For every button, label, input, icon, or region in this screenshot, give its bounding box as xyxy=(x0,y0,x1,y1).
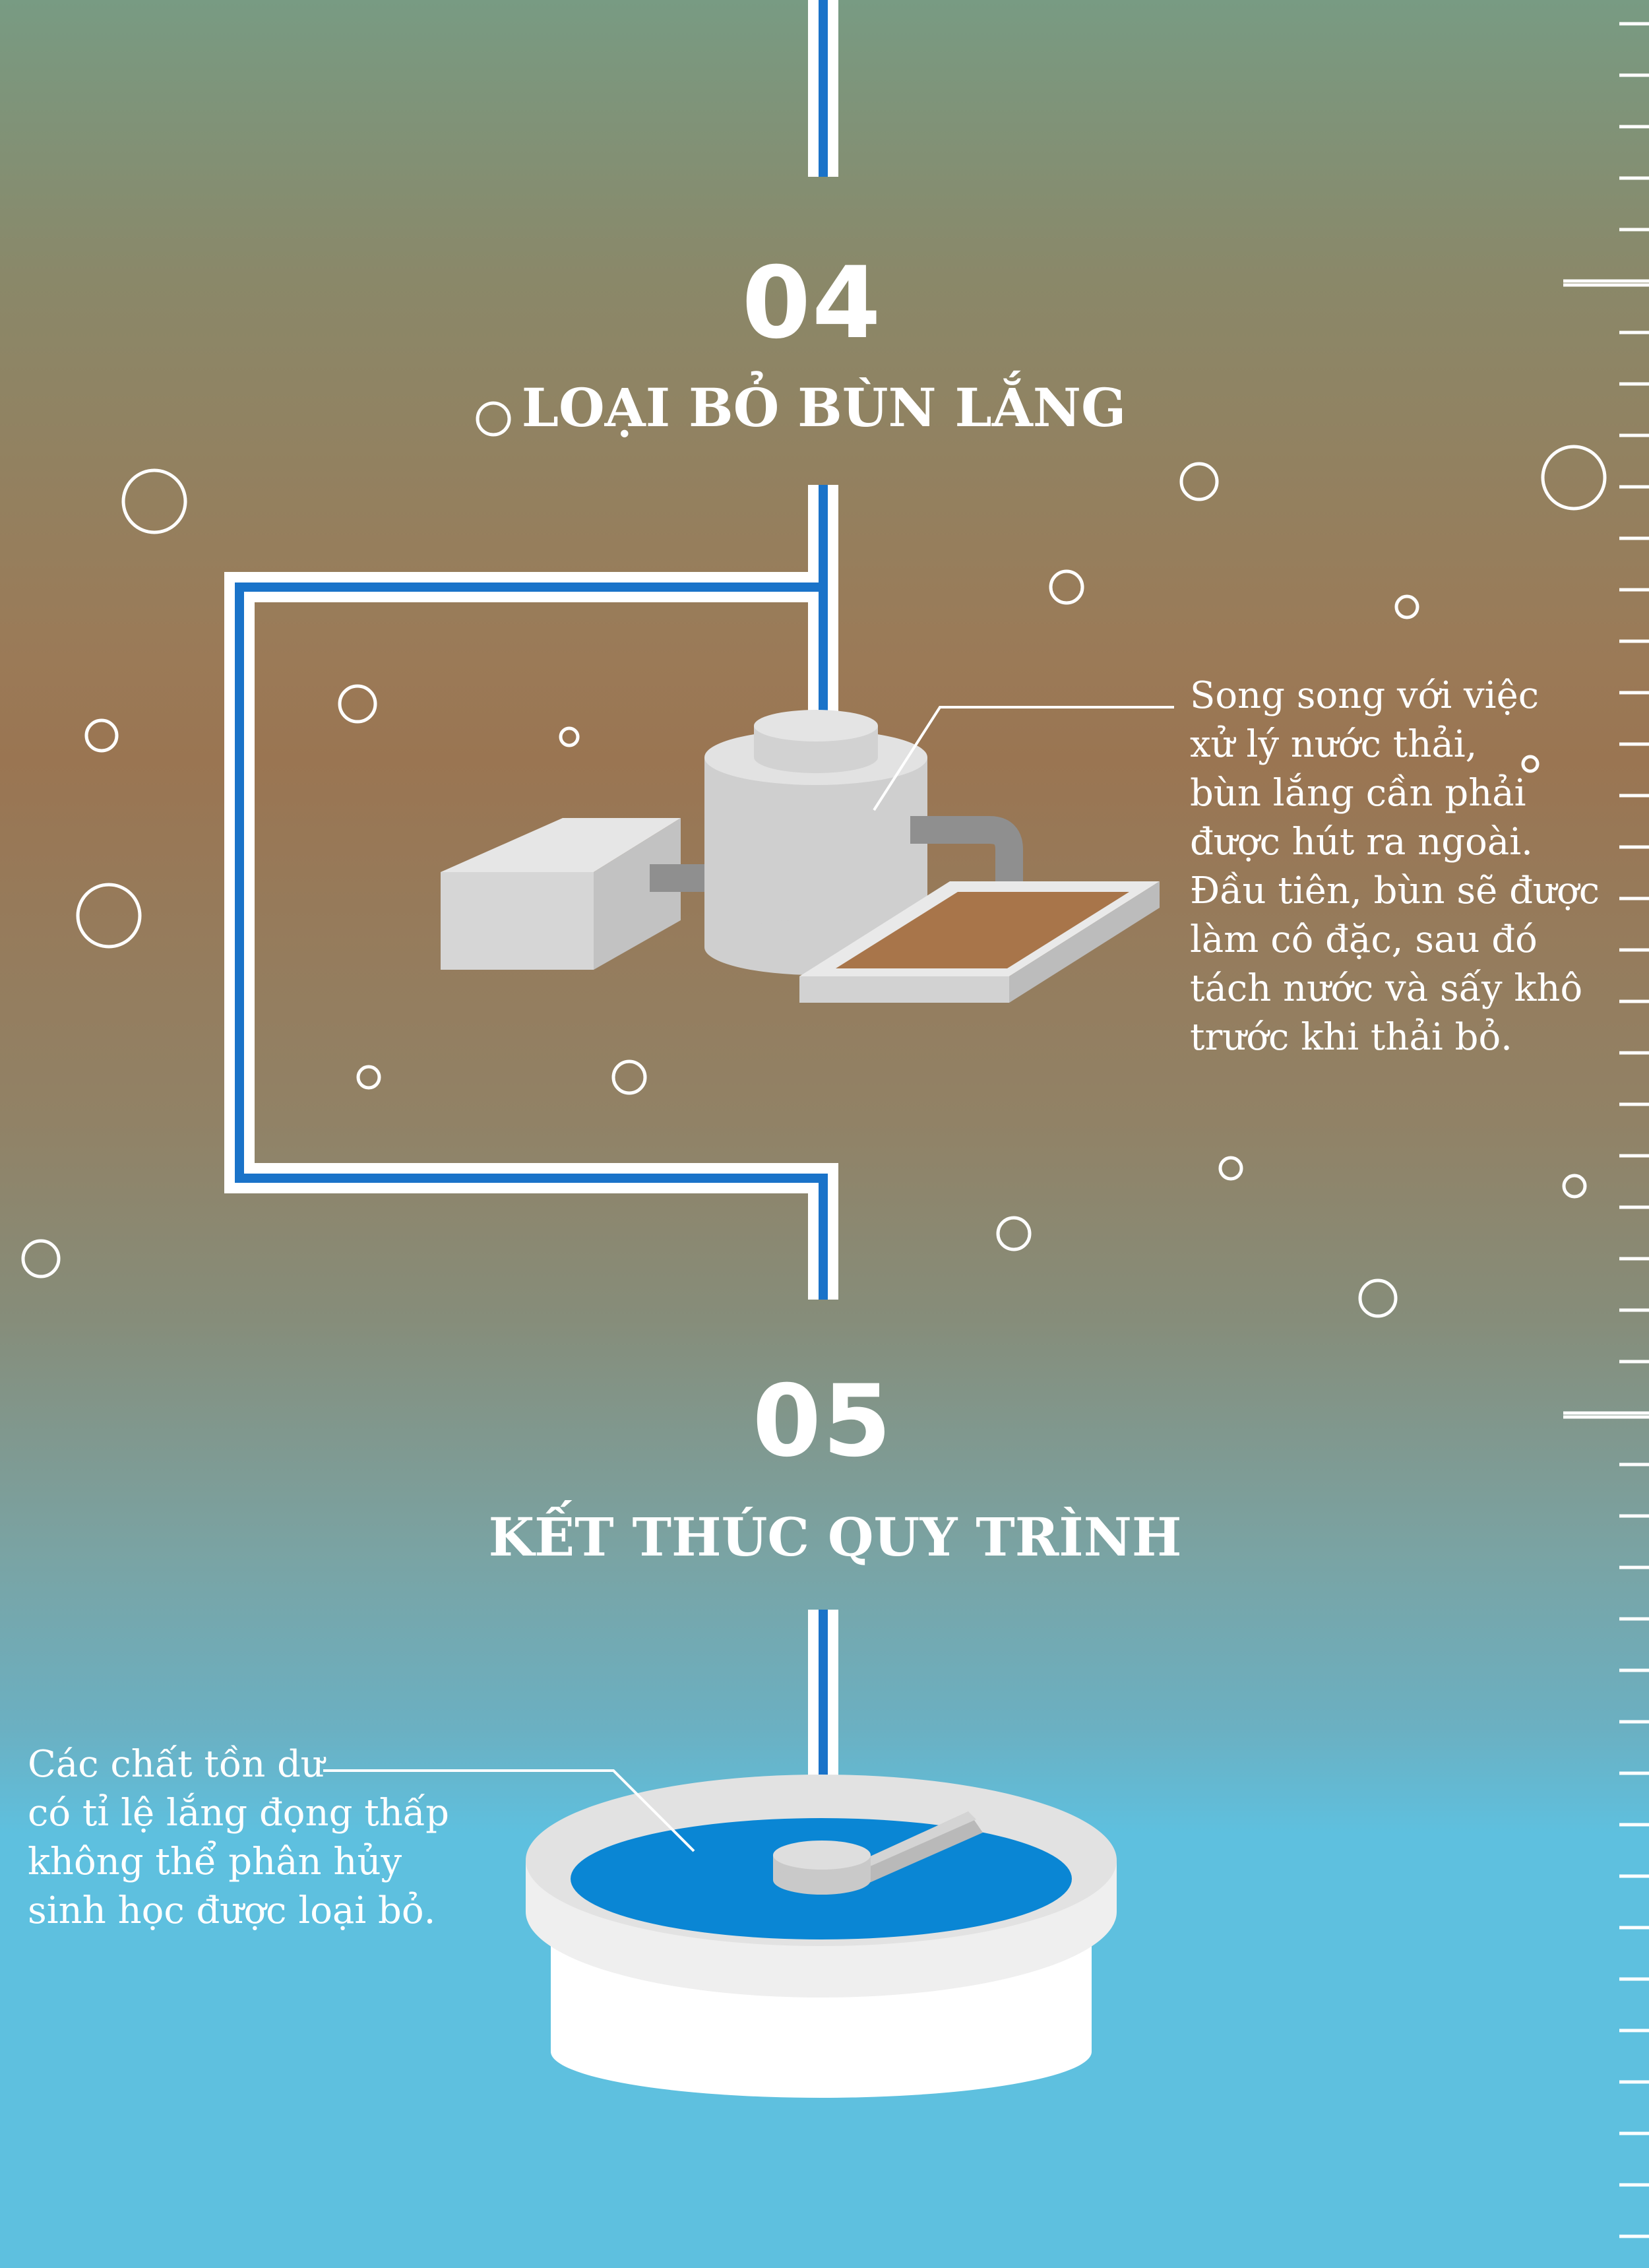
step4-description-line: làm cô đặc, sau đó xyxy=(1190,918,1538,961)
step4-description-line: Song song với việc xyxy=(1190,674,1540,717)
step5-description-line: không thể phân hủy xyxy=(28,1841,402,1883)
step4-description-line: bùn lắng cần phải xyxy=(1190,772,1526,815)
step4-description-line: được hút ra ngoài. xyxy=(1190,821,1533,864)
sludge-processing-machine xyxy=(441,710,1160,1003)
step4-number: 04 xyxy=(741,246,883,361)
air-bubbles xyxy=(21,401,1607,1318)
step4-title: LOẠI BỎ BÙN LẮNG xyxy=(521,377,1127,439)
clarifier-tank xyxy=(526,1775,1117,2098)
step4-description-line: Đầu tiên, bùn sẽ được xyxy=(1190,869,1600,912)
step4-description-line: xử lý nước thải, xyxy=(1190,723,1478,766)
step4-description-line: trước khi thải bỏ. xyxy=(1190,1016,1512,1059)
step4-description-line: tách nước và sấy khô xyxy=(1190,967,1583,1010)
step4-pointer-line xyxy=(873,706,1174,811)
step5-description-line: sinh học được loại bỏ. xyxy=(28,1889,436,1932)
step4-description: Song song với việc xử lý nước thải, bùn … xyxy=(1190,672,1600,1062)
step5-number: 05 xyxy=(752,1364,893,1479)
step5-description-line: Các chất tồn dư xyxy=(28,1743,325,1786)
step5-pointer-line xyxy=(323,1769,695,1852)
step5-description-line: có tỉ lệ lắng đọng thấp xyxy=(28,1792,449,1835)
step5-title: KẾT THÚC QUY TRÌNH xyxy=(488,1506,1182,1568)
measuring-ruler xyxy=(1563,22,1649,2238)
step5-description: Các chất tồn dư có tỉ lệ lắng đọng thấp … xyxy=(28,1740,449,1936)
pipe-system xyxy=(224,0,838,1808)
